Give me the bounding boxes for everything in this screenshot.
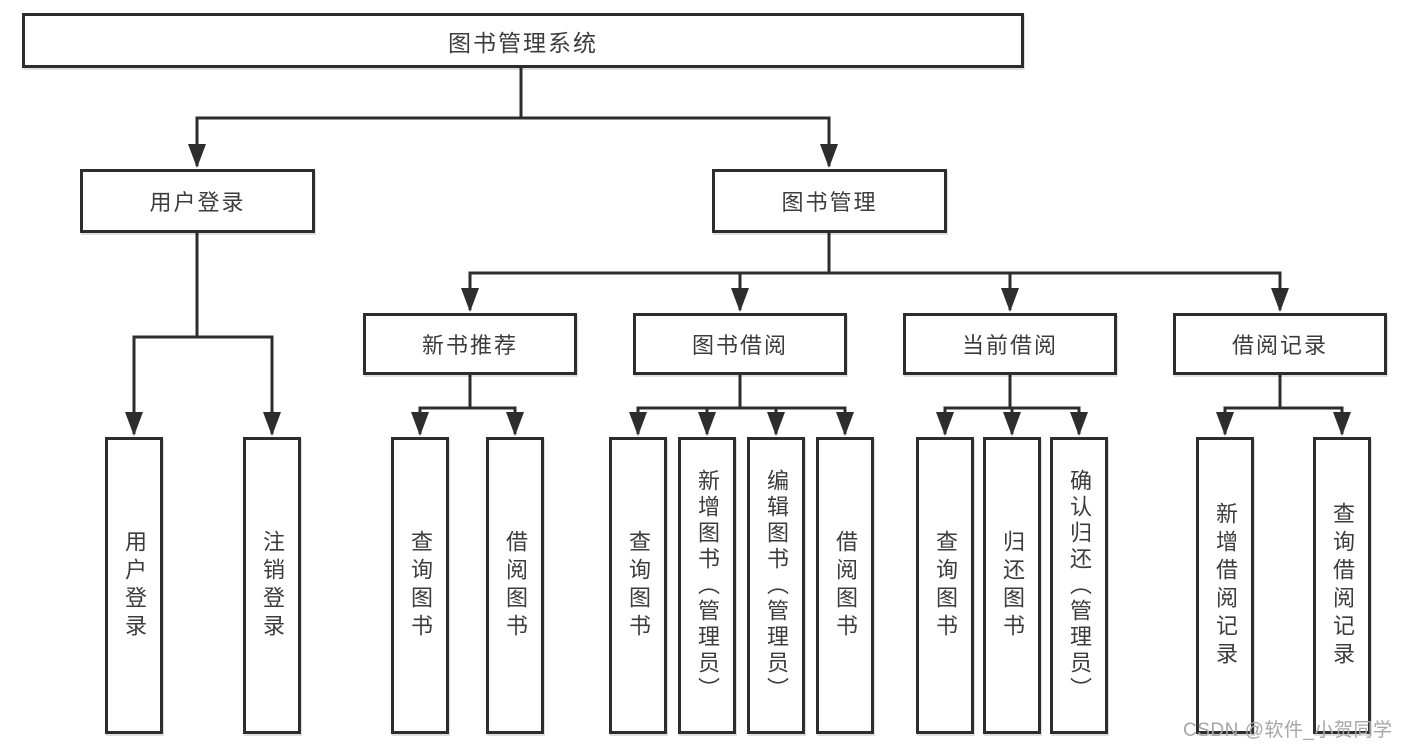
node-user-login: 用户登录	[80, 169, 315, 233]
leaf-query-books-borrowing: 查询图书	[609, 437, 667, 734]
watermark: CSDN @软件_小贺同学	[1183, 720, 1393, 741]
edge-borrowing-records-to-leaves	[1216, 375, 1351, 436]
leaf-query-books-recommendation: 查询图书	[391, 437, 449, 734]
leaf-query-books-current: 查询图书	[916, 437, 974, 734]
leaf-logout: 注销登录	[243, 437, 301, 734]
edge-book-management-to-level3	[461, 233, 1289, 312]
edge-current-borrowing-to-leaves	[936, 375, 1088, 436]
leaf-add-borrow-record: 新增借阅记录	[1196, 437, 1254, 734]
node-book-management: 图书管理	[712, 169, 947, 233]
leaf-query-borrow-record: 查询借阅记录	[1313, 437, 1371, 734]
node-borrowing-records: 借阅记录	[1173, 313, 1387, 375]
leaf-borrow-books-borrowing: 借阅图书	[816, 437, 874, 734]
leaf-confirm-return-admin: 确认归还（管理员）	[1050, 437, 1108, 734]
node-new-book-recommendation: 新书推荐	[363, 313, 577, 375]
leaf-add-book-admin: 新增图书（管理员）	[678, 437, 736, 734]
node-current-borrowing: 当前借阅	[903, 313, 1117, 375]
edge-new-book-recommendation-to-leaves	[411, 375, 524, 436]
edge-user-login-to-leaves	[125, 233, 281, 436]
node-book-borrowing: 图书借阅	[633, 313, 847, 375]
leaf-return-book: 归还图书	[983, 437, 1041, 734]
leaf-borrow-books-recommendation: 借阅图书	[486, 437, 544, 734]
node-library-management-system: 图书管理系统	[22, 13, 1024, 68]
edge-book-borrowing-to-leaves	[629, 375, 854, 436]
leaf-edit-book-admin: 编辑图书（管理员）	[747, 437, 805, 734]
edge-root-to-level2	[188, 68, 838, 168]
leaf-user-login: 用户登录	[105, 437, 163, 734]
